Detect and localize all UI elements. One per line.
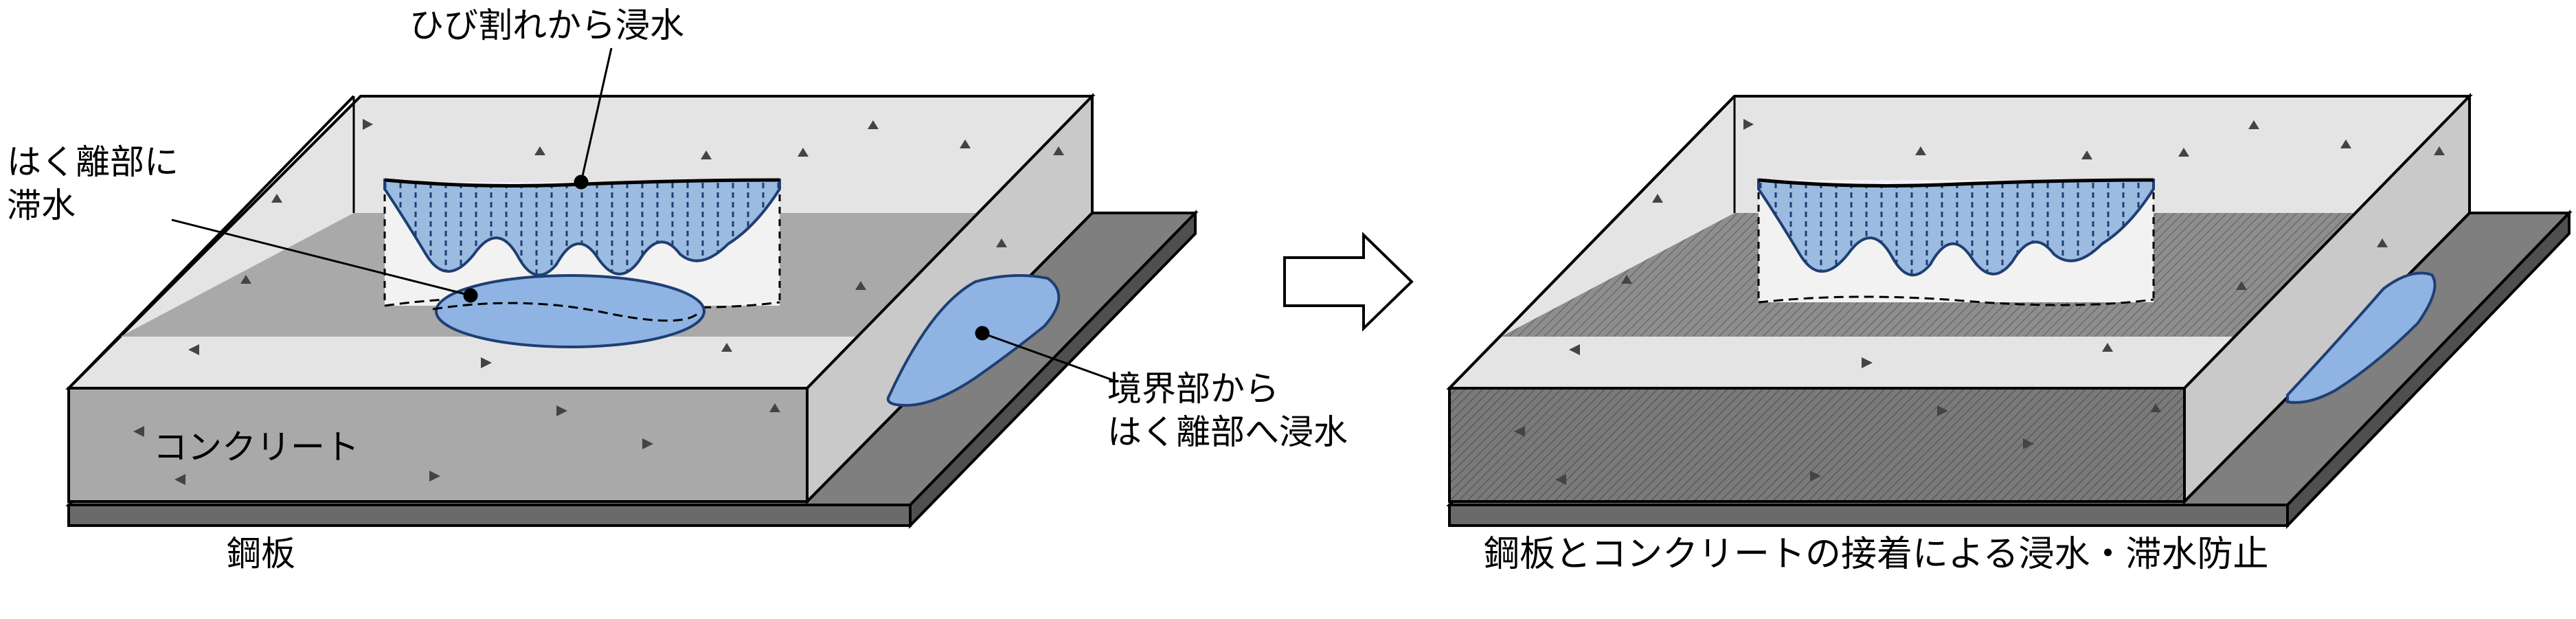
boundary-label: 境界部から はく離部へ浸水: [1107, 368, 1348, 453]
after-caption: 鋼板とコンクリートの接着による浸水・滞水防止: [1484, 532, 2268, 577]
delamination-label-line2: 滞水: [7, 184, 179, 227]
transition-arrow: [1285, 235, 1412, 328]
concrete-label: コンクリート: [153, 426, 359, 469]
crack-label: ひび割れから浸水: [409, 4, 684, 47]
boundary-label-line1: 境界部から: [1107, 368, 1348, 411]
steel-label: 鋼板: [227, 532, 295, 576]
delamination-water: [436, 275, 704, 347]
delamination-label: はく離部に 滞水: [7, 141, 179, 227]
after-diagram: [1449, 96, 2569, 526]
delamination-label-line1: はく離部に: [7, 141, 179, 184]
boundary-label-line2: はく離部へ浸水: [1107, 411, 1348, 454]
